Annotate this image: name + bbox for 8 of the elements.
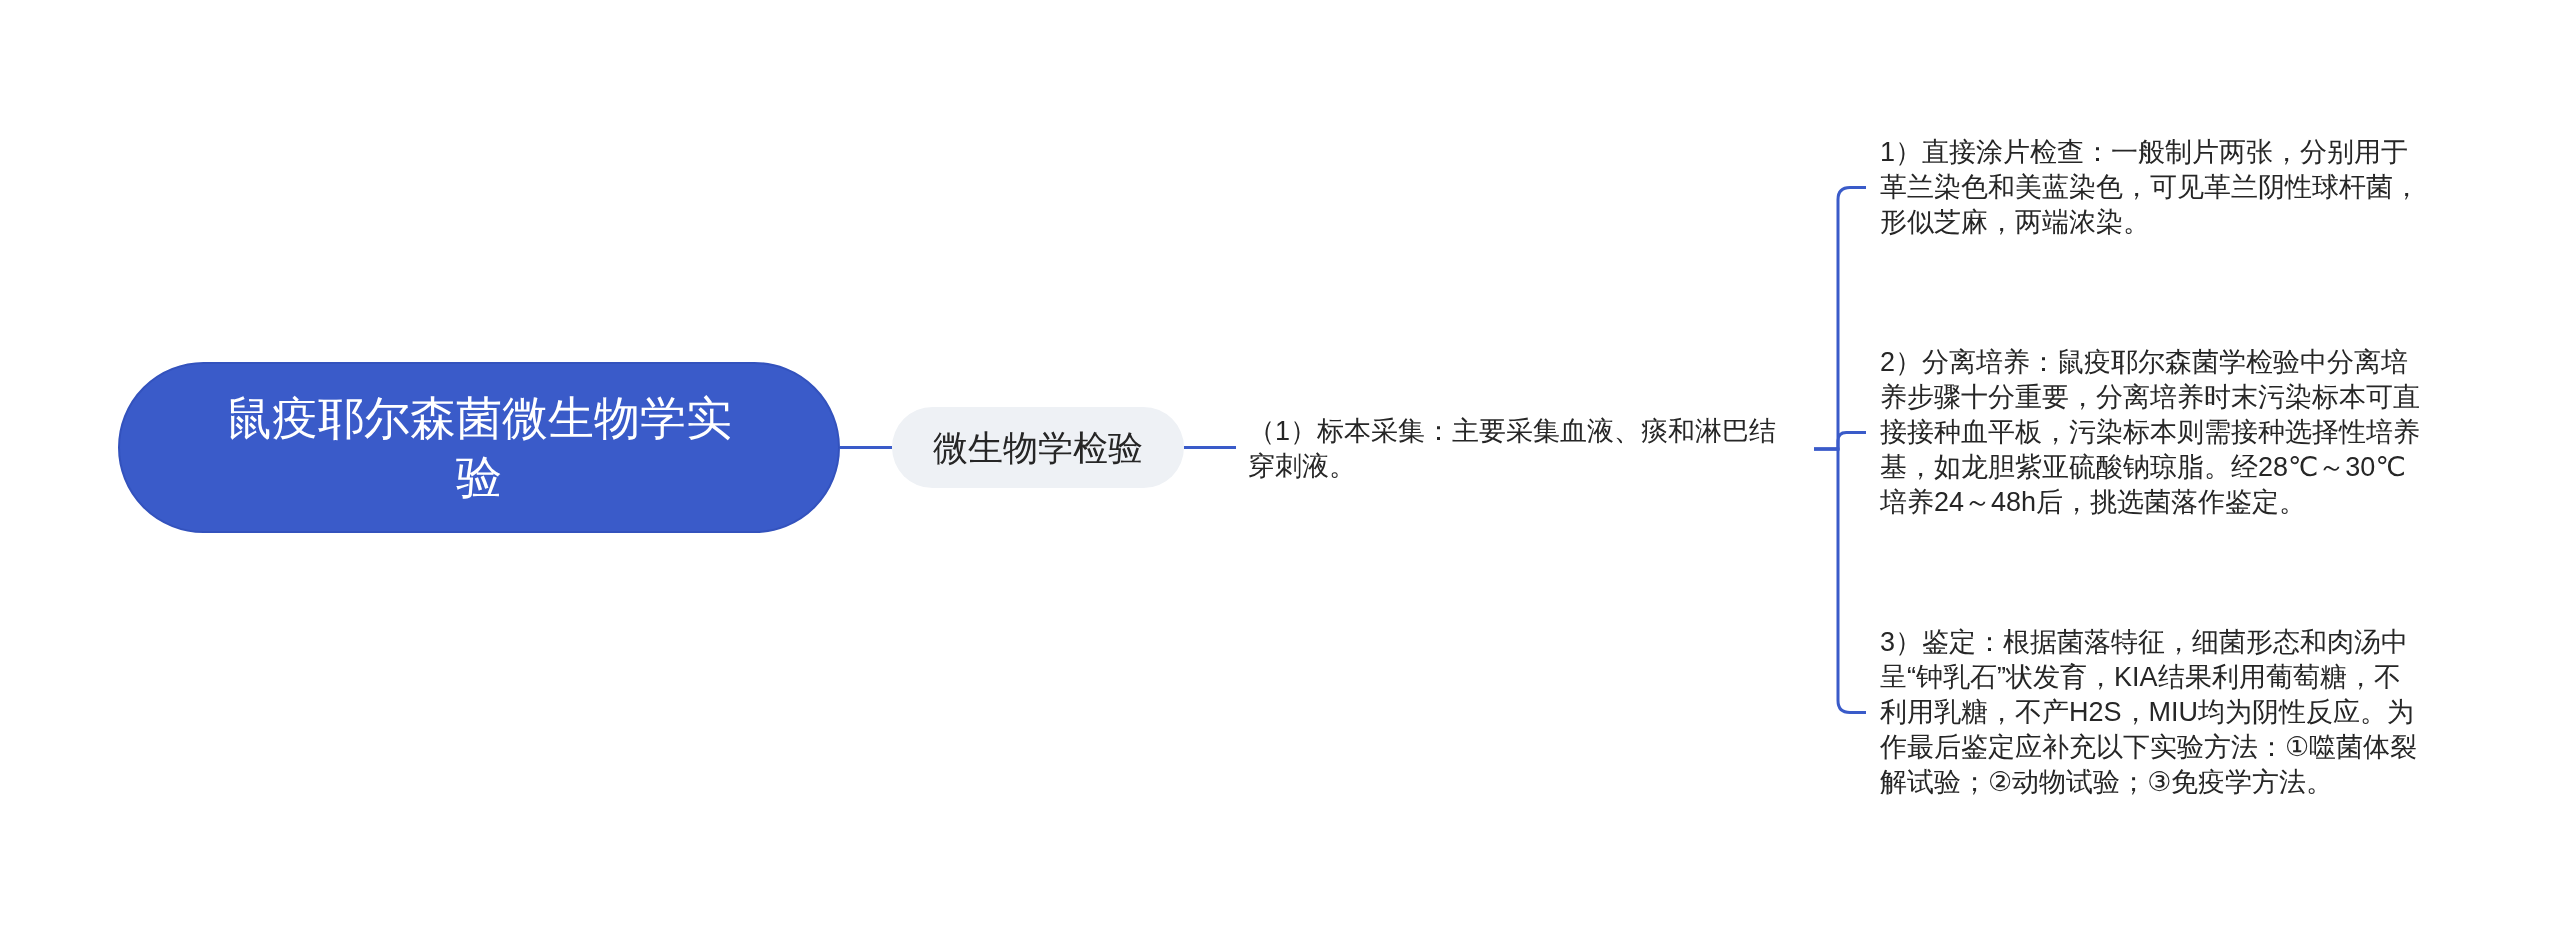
branch-text: （1）标本采集：主要采集血液、痰和淋巴结穿刺液。 (1236, 414, 1814, 484)
connector-line (1184, 446, 1236, 449)
branch-text: 3）鉴定：根据菌落特征，细菌形态和肉汤中呈“钟乳石”状发育，KIA结果利用葡萄糖，不利用乳糖，不产H2S，MIU均为阴性反应。为作最后鉴定应补充以下实验方法：①噬菌体裂解试验；②动物试验；③免疫学方法。 (1866, 625, 2426, 800)
subtopic-pill: 微生物学检验 (892, 407, 1184, 488)
branch-text: 1）直接涂片检查：一般制片两张，分别用于革兰染色和美蓝染色，可见革兰阴性球杆菌，形似芝麻，两端浓染。 (1866, 135, 2426, 240)
topic-pill: 鼠疫耶尔森菌微生物学实验 (118, 362, 840, 533)
connector-line (840, 446, 892, 449)
branch-text: 2）分离培养：鼠疫耶尔森菌学检验中分离培养步骤十分重要，分离培养时末污染标本可直接接种血平板，污染标本则需接种选择性培养基，如龙胆紫亚硫酸钠琼脂。经28℃～30℃培养24～48h后，挑选菌落作鉴定。 (1866, 345, 2426, 520)
